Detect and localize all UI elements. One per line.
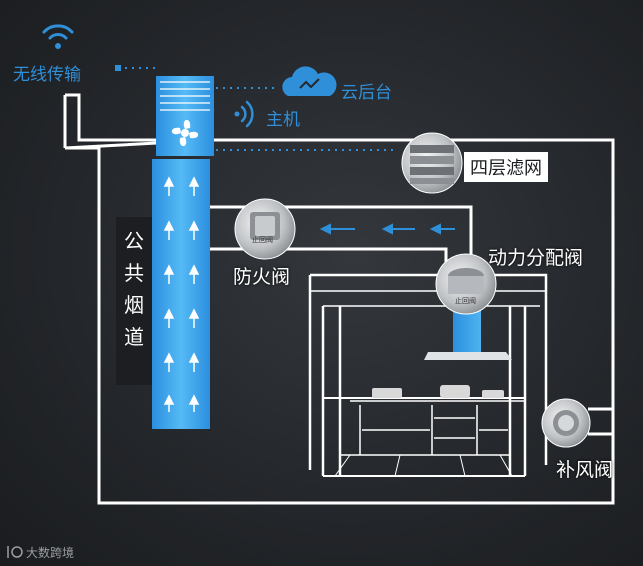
watermark-logo-icon [7, 546, 23, 558]
filter-label: 四层滤网 [464, 152, 548, 182]
flue-char: 烟 [124, 293, 144, 317]
fire-valve-tag: 止回阀 [252, 236, 273, 244]
kitchen-drawing [308, 273, 548, 477]
filter-unit [401, 132, 463, 194]
distribution-valve [435, 253, 497, 315]
duct-flow-arrows [319, 223, 455, 235]
cookware [372, 385, 504, 398]
public-flue [152, 159, 210, 429]
makeup-air-duct [588, 407, 613, 436]
public-flue-label: 公 共 烟 道 [120, 225, 148, 353]
fire-valve-label: 防火阀 [233, 266, 291, 288]
range-hood [424, 303, 512, 360]
cloud-icon [282, 66, 337, 96]
flue-char: 公 [124, 229, 144, 253]
makeup-air-valve [541, 398, 591, 448]
fan-icon [171, 119, 199, 147]
host-unit [156, 76, 214, 156]
fire-valve [234, 198, 296, 260]
wifi-icon [42, 24, 74, 49]
makeup-air-valve-label: 补风阀 [556, 459, 614, 481]
cloud-label: 云后台 [341, 83, 392, 103]
host-label: 主机 [266, 110, 300, 130]
link-node [115, 65, 121, 71]
signal-icon [234, 100, 254, 128]
watermark-text: 大数跨境 [26, 546, 75, 560]
wireless-links [118, 67, 395, 151]
flue-char: 共 [124, 261, 144, 285]
wireless-label: 无线传输 [13, 65, 81, 85]
distribution-valve-tag: 止回阀 [455, 297, 476, 305]
flue-label-plate [116, 217, 152, 385]
distribution-valve-label: 动力分配阀 [488, 247, 584, 269]
flue-char: 道 [124, 325, 144, 349]
